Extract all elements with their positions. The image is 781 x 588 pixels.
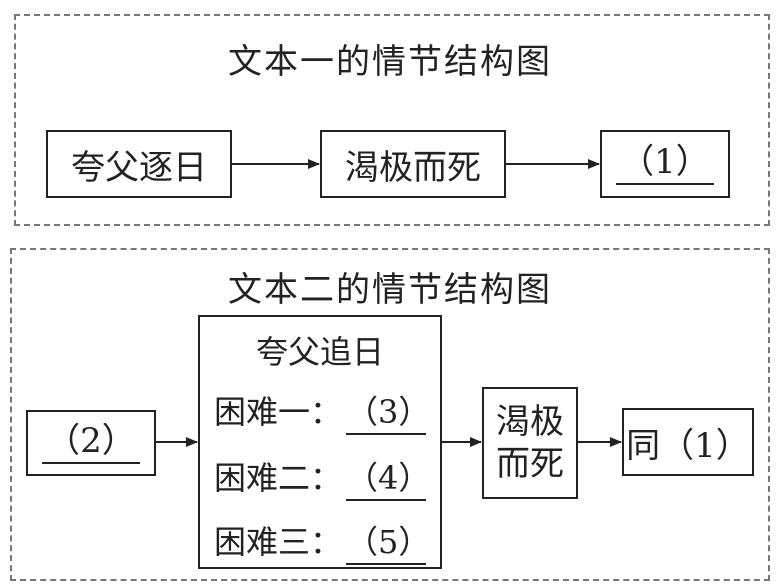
blank-two: （2）: [42, 422, 140, 464]
box-kuafu-zhuri: 夸父逐日: [46, 130, 232, 198]
difficulty-one-label: 困难一：: [214, 393, 343, 431]
box-blank-one: （1）: [600, 130, 730, 198]
title-text-one: 文本一的情节结构图: [228, 42, 552, 82]
box-death-two: 渴极 而死: [482, 387, 578, 499]
panel-text-two: [10, 248, 770, 581]
title-text-two: 文本二的情节结构图: [228, 270, 552, 310]
blank-one: （1）: [616, 143, 714, 185]
box-death-one: 渴极而死: [320, 130, 506, 198]
box-death-two-line1: 渴极: [496, 401, 564, 442]
end-blank: （1）: [660, 425, 750, 466]
blank-five: （5）: [346, 517, 430, 565]
panel-text-one: [14, 14, 770, 226]
box-death-one-label: 渴极而死: [345, 147, 481, 188]
difficulty-two-label: 困难二：: [214, 459, 343, 497]
box-kuafu-zhuiri: 夸父追日 困难一： （3） 困难二： （4） 困难三： （5）: [198, 315, 442, 569]
difficulty-three: 困难三： （5）: [214, 517, 430, 565]
difficulty-two: 困难二： （4）: [214, 453, 430, 501]
blank-three: （3）: [346, 387, 430, 435]
end-prefix: 同: [626, 425, 661, 466]
difficulty-one: 困难一： （3）: [214, 387, 430, 435]
box-death-two-line2: 而死: [496, 444, 564, 484]
box-end-same: 同（1）: [622, 408, 754, 476]
difficulty-three-label: 困难三：: [214, 523, 343, 561]
box-blank-two: （2）: [26, 410, 156, 476]
box-kuafu-zhuiri-title: 夸父追日: [255, 333, 384, 371]
blank-four: （4）: [346, 453, 430, 501]
box-kuafu-zhuri-label: 夸父逐日: [71, 147, 207, 188]
